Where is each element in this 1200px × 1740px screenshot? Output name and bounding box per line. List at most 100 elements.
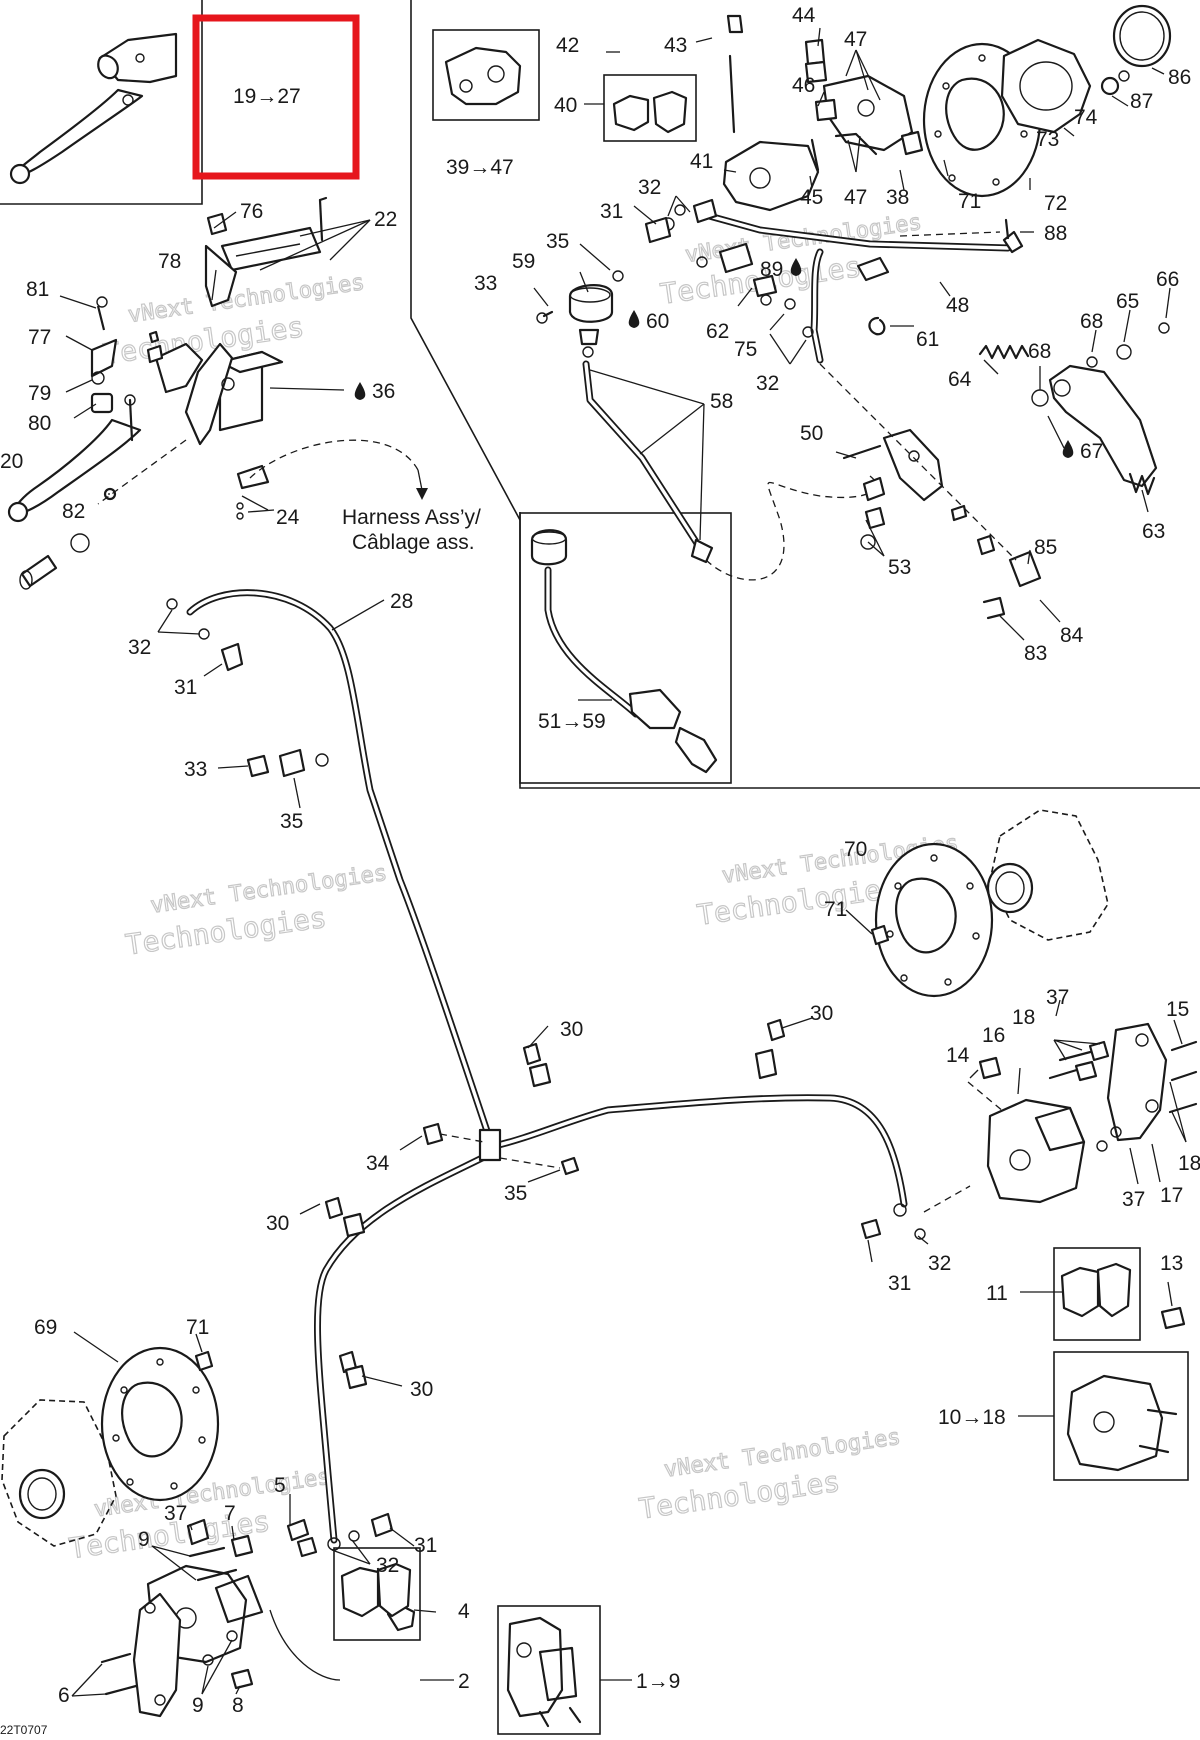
- callout-40: 40: [554, 94, 577, 117]
- callout-31c: 31: [888, 1272, 911, 1295]
- callout-68: 68: [1080, 310, 1103, 333]
- callout-61: 61: [916, 328, 939, 351]
- callout-33b: 33: [184, 758, 207, 781]
- callout-65: 65: [1116, 290, 1139, 313]
- callout-20: 20: [0, 450, 23, 473]
- harness-label-line2: Câblage ass.: [352, 531, 475, 554]
- callout-46: 46: [792, 74, 815, 97]
- callout-87: 87: [1130, 90, 1153, 113]
- callout-17: 17: [1160, 1184, 1183, 1207]
- callout-22: 22: [374, 208, 397, 231]
- left-front-brake-assembly: [1, 1346, 582, 1728]
- lever-inset-frame: [0, 0, 203, 205]
- divider-line: [410, 0, 521, 521]
- fluid-drop-icon-67: [1062, 440, 1074, 458]
- callout-86: 86: [1168, 66, 1191, 89]
- callout-74: 74: [1074, 106, 1098, 129]
- callout-7: 7: [224, 1502, 236, 1525]
- callout-18b: 18: [1178, 1152, 1200, 1175]
- callout-79: 79: [28, 382, 51, 405]
- callout-88: 88: [1044, 222, 1067, 245]
- callout-2: 2: [458, 1670, 470, 1693]
- callout-77: 77: [28, 326, 51, 349]
- callout-31b: 31: [174, 676, 197, 699]
- callout-64: 64: [948, 368, 972, 391]
- callout-labels: 44 47 42 43 86 87 40 46 74 73 39→47 41 4…: [0, 4, 1200, 1717]
- callout-59: 59: [512, 250, 535, 273]
- callout-66: 66: [1156, 268, 1179, 291]
- callout-24: 24: [276, 506, 300, 529]
- callout-5: 5: [274, 1474, 286, 1497]
- callout-32: 32: [638, 176, 661, 199]
- highlight-box-19-27: [192, 14, 360, 180]
- front-master-cylinder-assembly: [7, 196, 428, 590]
- callout-31d: 31: [414, 1534, 437, 1557]
- callout-1-9: 1→9: [636, 1670, 680, 1693]
- callout-9b: 9: [192, 1694, 204, 1717]
- callout-84: 84: [1060, 624, 1084, 647]
- callout-31: 31: [600, 200, 623, 223]
- callout-30d: 30: [410, 1378, 433, 1401]
- callout-71: 71: [958, 190, 981, 213]
- callout-67: 67: [1080, 440, 1103, 463]
- callout-68b: 68: [1028, 340, 1051, 363]
- pads-inset-box-40: [603, 74, 697, 142]
- leader-lines: [59, 27, 1187, 1697]
- callout-45: 45: [800, 186, 823, 209]
- callout-37: 37: [1046, 986, 1069, 1009]
- callout-58: 58: [710, 390, 733, 413]
- callout-44: 44: [792, 4, 816, 27]
- callout-71c: 71: [186, 1316, 209, 1339]
- callout-32c: 32: [128, 636, 151, 659]
- callout-47: 47: [844, 28, 867, 51]
- callout-38: 38: [886, 186, 909, 209]
- callout-16: 16: [982, 1024, 1005, 1047]
- callout-11: 11: [986, 1282, 1008, 1305]
- fluid-drop-icon-60: [628, 310, 640, 328]
- caliper-inset-box-1-9: [497, 1605, 601, 1735]
- oil-drop-icons: [354, 258, 1074, 458]
- callout-35c: 35: [504, 1182, 527, 1205]
- callout-75: 75: [734, 338, 757, 361]
- callout-89: 89: [760, 258, 783, 281]
- master-cylinder-inset-box-51-59: [519, 512, 732, 784]
- callout-30: 30: [560, 1018, 583, 1041]
- callout-60: 60: [646, 310, 669, 333]
- callout-33: 33: [474, 272, 497, 295]
- pads-inset-box-11: [1053, 1247, 1141, 1341]
- callout-70: 70: [844, 838, 867, 861]
- callout-72: 72: [1044, 192, 1067, 215]
- callout-81: 81: [26, 278, 49, 301]
- highlight-label-19-27: 19→27: [233, 85, 301, 108]
- callout-78: 78: [158, 250, 181, 273]
- callout-76: 76: [240, 200, 263, 223]
- callout-35: 35: [546, 230, 569, 253]
- callout-4: 4: [458, 1600, 470, 1623]
- callout-35b: 35: [280, 810, 303, 833]
- callout-83: 83: [1024, 642, 1047, 665]
- harness-label-line1: Harness Ass’y/: [342, 506, 481, 529]
- callout-30b: 30: [810, 1002, 833, 1025]
- callout-18: 18: [1012, 1006, 1035, 1029]
- callout-85: 85: [1034, 536, 1057, 559]
- callout-34: 34: [366, 1152, 390, 1175]
- callout-30c: 30: [266, 1212, 289, 1235]
- callout-39-47: 39→47: [446, 156, 514, 179]
- callout-37b: 37: [1122, 1188, 1145, 1211]
- fluid-drop-icon-36: [354, 382, 366, 400]
- callout-32d: 32: [928, 1252, 951, 1275]
- callout-63: 63: [1142, 520, 1165, 543]
- callout-9: 9: [138, 1528, 150, 1551]
- callout-47b: 47: [844, 186, 867, 209]
- callout-73: 73: [1036, 128, 1059, 151]
- fluid-drop-icon-89: [790, 258, 802, 276]
- callout-28: 28: [390, 590, 413, 613]
- callout-50: 50: [800, 422, 823, 445]
- callout-69: 69: [34, 1316, 57, 1339]
- callout-13: 13: [1160, 1252, 1183, 1275]
- callout-80: 80: [28, 412, 51, 435]
- callout-71b: 71: [824, 898, 847, 921]
- rear-section-frame: [519, 512, 1200, 789]
